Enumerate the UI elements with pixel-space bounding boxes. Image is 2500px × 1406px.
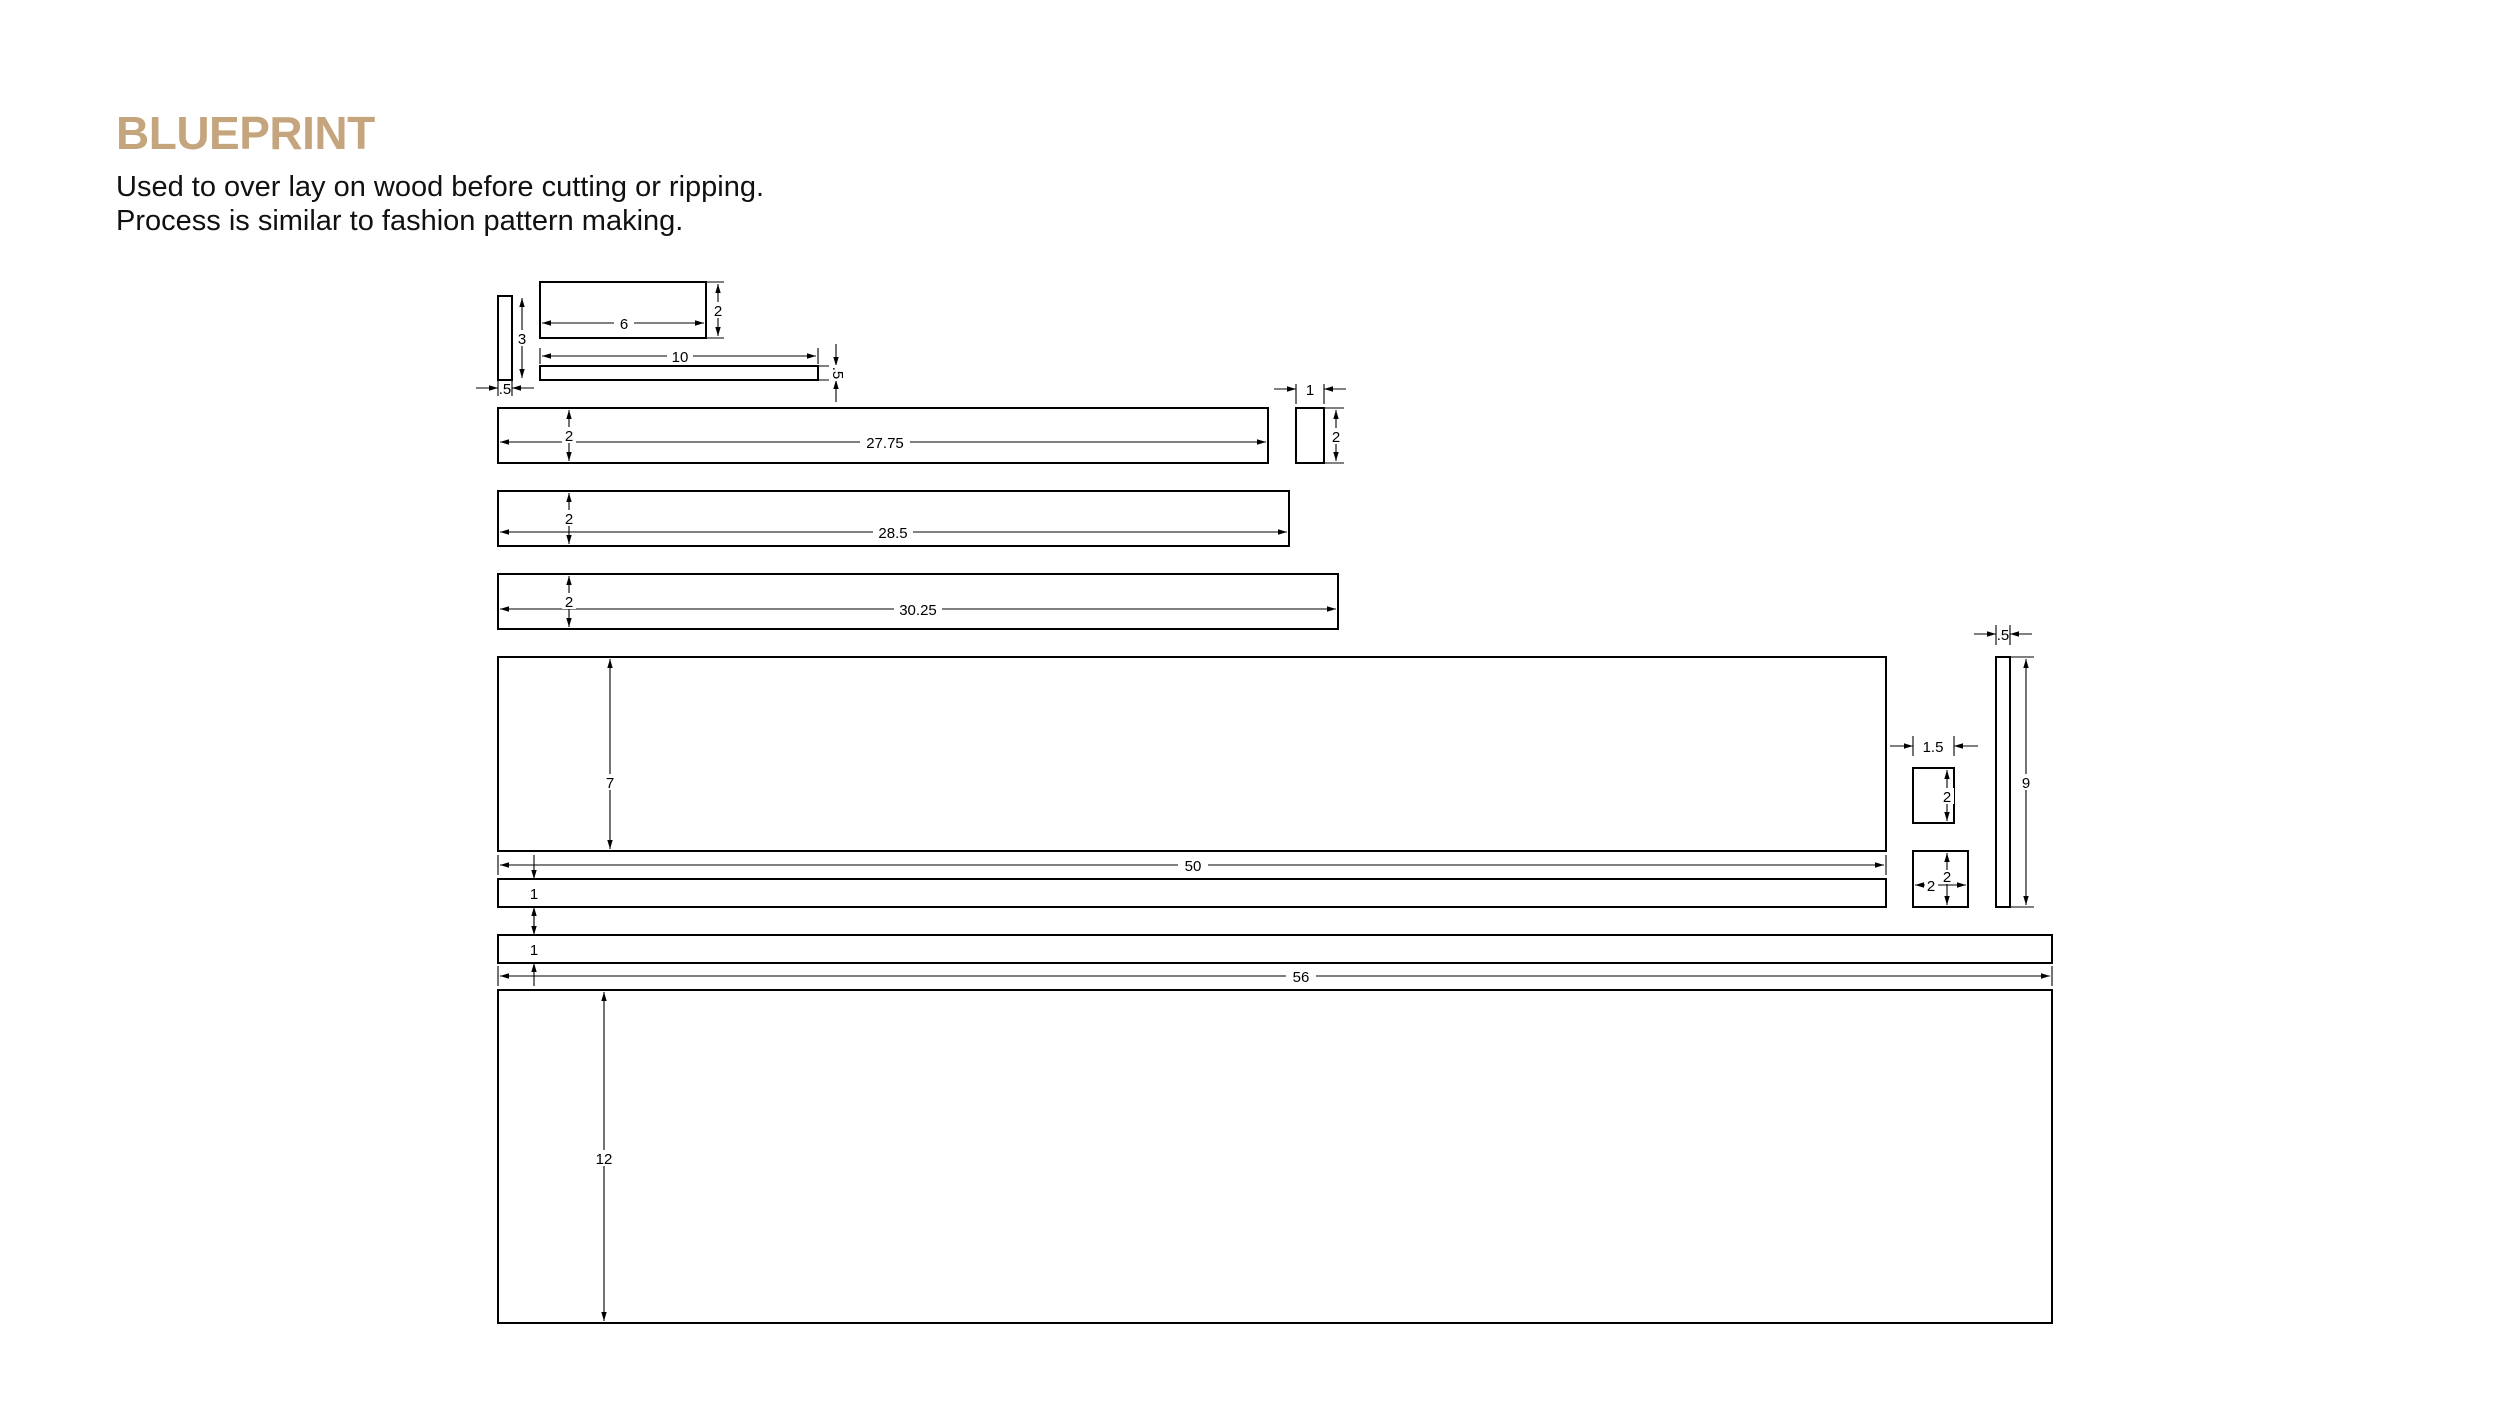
tall-post-piece: [1995, 656, 2011, 908]
page-title: BLUEPRINT: [116, 107, 375, 159]
dim-small-post-height: 3: [518, 331, 526, 348]
thin-strip-piece: [539, 365, 819, 381]
rail-a-piece: [497, 878, 1887, 908]
dim-panel-length: 50: [1185, 858, 1202, 875]
dim-small-post-width: .5: [499, 381, 512, 398]
dim-block-a-width: 1: [1306, 382, 1314, 399]
page-description: Used to over lay on wood before cutting …: [116, 170, 764, 238]
dimension-lines: [476, 281, 2053, 1321]
dim-board-c-height: 2: [565, 594, 573, 611]
board-c-piece: [497, 573, 1339, 630]
description-line-1: Used to over lay on wood before cutting …: [116, 171, 765, 203]
dim-board-b-length: 28.5: [878, 525, 907, 542]
board-b-piece: [497, 490, 1290, 547]
base-piece: [497, 989, 2053, 1324]
rail-b-piece: [497, 934, 2053, 964]
panel-piece: [497, 656, 1887, 852]
dim-block-a-height: 2: [1332, 429, 1340, 446]
dim-rail-b-length: 56: [1293, 969, 1310, 986]
dim-base-height: 12: [596, 1151, 613, 1168]
top-piece: [539, 281, 707, 339]
dim-block-b-width: 1.5: [1923, 739, 1944, 756]
dim-top-piece-height: 2: [714, 303, 722, 320]
small-post-piece: [497, 295, 513, 381]
dimension-labels: 6 2 3 .5 10 .5 2 27.75 1 2 2 28.5 2: [499, 302, 2033, 1168]
dim-rail-a-height: 1: [530, 886, 538, 903]
dim-tall-post-width: .5: [1997, 627, 2010, 644]
dim-block-c-height: 2: [1943, 869, 1951, 886]
pieces: [497, 281, 2053, 1324]
dim-thin-strip-length: 10: [672, 349, 689, 366]
dim-block-c-width: 2: [1927, 878, 1935, 895]
dim-tall-post-height: 9: [2022, 775, 2030, 792]
dim-panel-height: 7: [606, 775, 614, 792]
dim-board-b-height: 2: [565, 511, 573, 528]
block-c-piece: [1912, 850, 1969, 908]
description-line-2: Process is similar to fashion pattern ma…: [116, 205, 684, 237]
board-a-piece: [497, 407, 1269, 464]
dim-block-b-height: 2: [1943, 789, 1951, 806]
dim-board-a-length: 27.75: [866, 435, 904, 452]
dim-board-a-height: 2: [565, 428, 573, 445]
dim-top-piece-width: 6: [620, 316, 628, 333]
dim-board-c-length: 30.25: [899, 602, 937, 619]
dim-thin-strip-thickness: .5: [829, 367, 846, 380]
dim-rail-b-height: 1: [530, 942, 538, 959]
block-a-piece: [1295, 407, 1325, 464]
